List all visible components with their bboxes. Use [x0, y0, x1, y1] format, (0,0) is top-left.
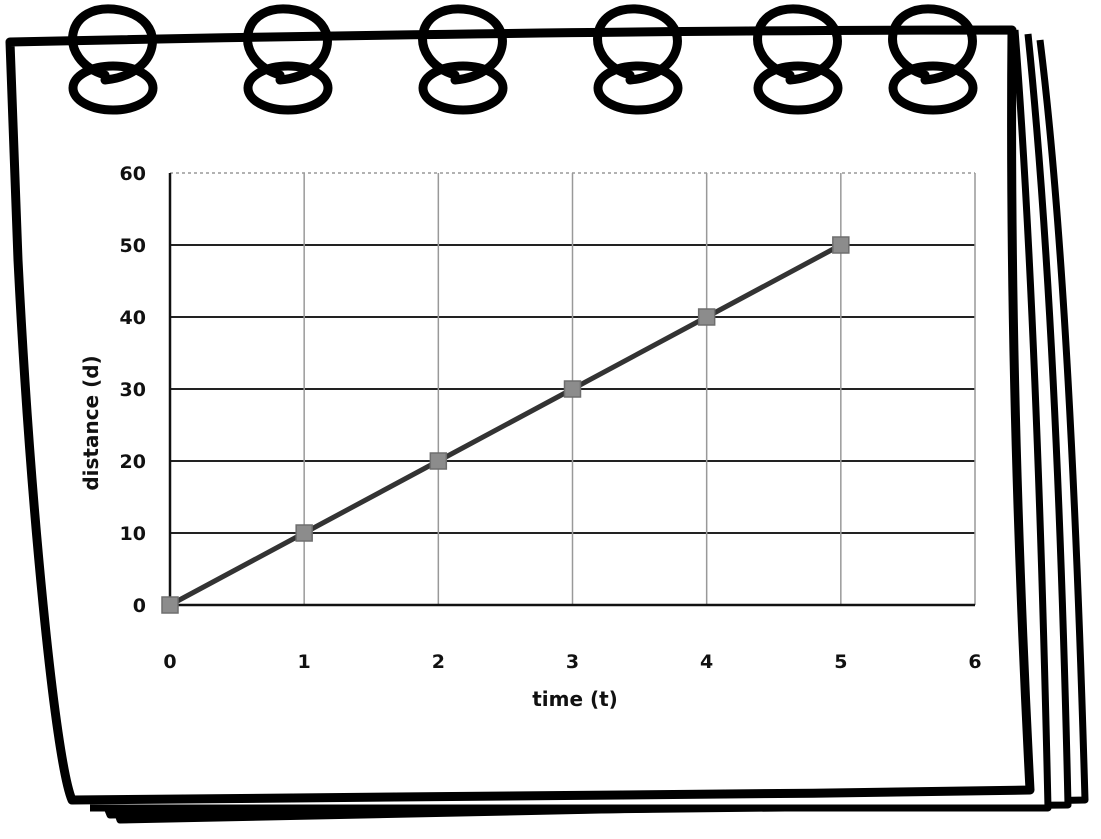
- data-point-marker: [161, 596, 179, 614]
- data-point-marker: [832, 236, 850, 254]
- series-line: [168, 242, 843, 608]
- y-axis-ticks: 0 10 20 30 40 50 60: [120, 163, 146, 617]
- spiral-binding: [68, 4, 978, 115]
- spiral-ring-3: [418, 61, 508, 115]
- y-tick-label: 40: [120, 307, 146, 329]
- x-tick-label: 3: [566, 651, 579, 673]
- data-point-marker: [429, 452, 448, 470]
- spiral-ring-5: [753, 61, 843, 115]
- x-tick-label: 1: [298, 651, 311, 673]
- data-point-marker: [563, 380, 582, 398]
- data-point-marker: [697, 308, 716, 326]
- spiral-ring-top-6: [888, 4, 977, 85]
- x-tick-label: 4: [700, 651, 713, 673]
- spiral-ring-top-3: [418, 4, 507, 85]
- y-tick-label: 60: [120, 163, 146, 185]
- x-tick-label: 5: [834, 651, 847, 673]
- y-tick-label: 30: [120, 379, 146, 401]
- chart-series: [161, 236, 850, 614]
- y-tick-label: 20: [120, 451, 146, 473]
- x-axis-title: time (t): [532, 687, 618, 711]
- x-tick-label: 6: [968, 651, 981, 673]
- spiral-ring-top-4: [593, 4, 682, 85]
- x-tick-label: 0: [163, 651, 176, 673]
- spiral-ring-6: [888, 61, 978, 115]
- y-tick-label: 50: [120, 235, 146, 257]
- x-tick-label: 2: [432, 651, 445, 673]
- spiral-ring-2: [243, 61, 333, 115]
- y-tick-label: 0: [133, 595, 146, 617]
- y-axis-title: distance (d): [79, 355, 103, 490]
- spiral-ring-top-2: [243, 4, 332, 85]
- spiral-ring-top-1: [68, 4, 157, 85]
- spiral-ring-4: [593, 61, 683, 115]
- chart-axes: [168, 173, 975, 607]
- x-axis-ticks: 0 1 2 3 4 5 6: [163, 651, 981, 673]
- spiral-ring-1: [68, 61, 158, 115]
- spiral-ring-top-5: [753, 4, 842, 85]
- data-point-marker: [295, 524, 313, 542]
- y-tick-label: 10: [120, 523, 146, 545]
